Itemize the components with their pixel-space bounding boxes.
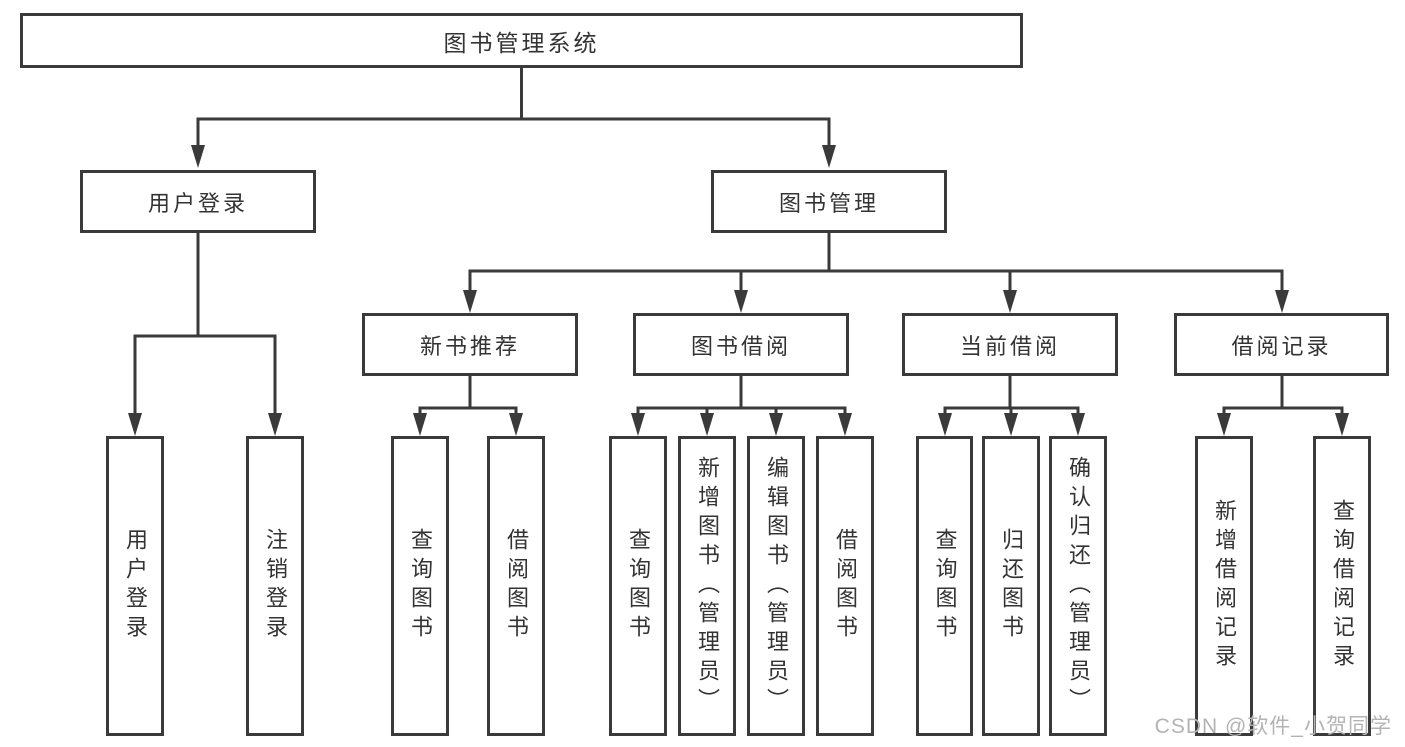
node-user-login-label: 用户登录 [147,190,248,216]
node-leaf-query-record-label: 查询借阅记录 [1330,499,1355,673]
node-leaf-add-record-label: 新增借阅记录 [1212,499,1237,673]
connector-book-borrow-to-leaves [631,376,852,436]
node-root-label: 图书管理系统 [443,29,600,56]
node-book-borrow: 图书借阅 [633,313,849,376]
node-leaf-confirm-return-label: 确认归还（管理员） [1066,455,1091,717]
node-leaf-edit-book-label: 编辑图书（管理员） [764,455,789,717]
node-new-book-recommend: 新书推荐 [362,313,578,376]
node-leaf-query-record: 查询借阅记录 [1313,436,1371,736]
node-leaf-logout-label: 注销登录 [263,528,288,644]
node-root: 图书管理系统 [20,13,1023,68]
connector-user-login-to-leaves [128,233,282,436]
node-leaf-query-book-3-label: 查询图书 [932,528,958,644]
node-leaf-confirm-return: 确认归还（管理员） [1049,436,1107,736]
node-leaf-user-login-label: 用户登录 [123,528,148,644]
connector-new-book-to-leaves [413,376,523,436]
node-leaf-borrow-book-2-label: 借阅图书 [833,528,858,644]
node-current-borrow-label: 当前借阅 [959,333,1060,359]
node-leaf-return-book: 归还图书 [982,436,1040,736]
node-leaf-borrow-book-1: 借阅图书 [487,436,545,736]
node-leaf-edit-book: 编辑图书（管理员） [747,436,805,736]
node-leaf-query-book-1: 查询图书 [391,436,449,736]
node-leaf-query-book-2: 查询图书 [609,436,667,736]
connector-book-management-to-level3 [463,233,1289,313]
node-new-book-recommend-label: 新书推荐 [419,333,520,359]
node-book-management: 图书管理 [711,170,947,233]
node-book-management-label: 图书管理 [778,190,879,216]
node-user-login: 用户登录 [80,170,316,233]
csdn-watermark: CSDN @软件_小贺同学 [1154,715,1392,738]
node-leaf-query-book-3: 查询图书 [916,436,973,736]
node-leaf-user-login: 用户登录 [106,436,164,736]
node-leaf-return-book-label: 归还图书 [999,528,1024,644]
node-leaf-add-record: 新增借阅记录 [1195,436,1253,736]
node-book-borrow-label: 图书借阅 [690,333,791,359]
connector-borrow-record-to-leaves [1217,376,1349,436]
node-current-borrow: 当前借阅 [902,313,1118,376]
node-leaf-add-book-label: 新增图书（管理员） [695,455,720,717]
node-leaf-query-book-1-label: 查询图书 [408,528,433,644]
node-leaf-add-book: 新增图书（管理员） [678,436,736,736]
connector-current-borrow-to-leaves [938,376,1085,436]
node-leaf-borrow-book-1-label: 借阅图书 [504,528,529,644]
node-leaf-borrow-book-2: 借阅图书 [816,436,874,736]
node-leaf-logout: 注销登录 [246,436,304,736]
node-borrow-record: 借阅记录 [1174,313,1389,376]
node-leaf-query-book-2-label: 查询图书 [626,528,651,644]
connector-root-to-level2 [191,68,836,168]
node-borrow-record-label: 借阅记录 [1231,333,1332,359]
